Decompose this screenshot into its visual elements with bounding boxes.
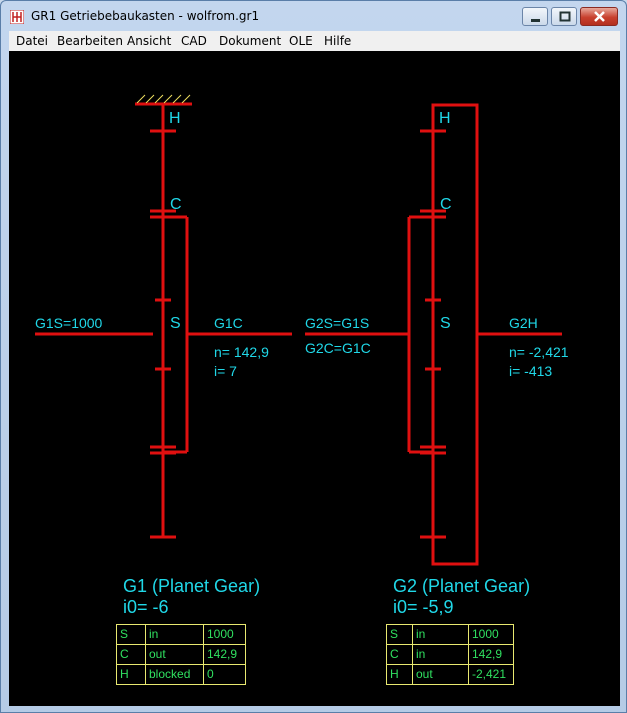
gear2-output-label: G2H [509, 315, 538, 331]
gear1-cell-mode: out [145, 644, 204, 665]
ground-hatch-icon [136, 94, 191, 104]
gear1-label-c: C [170, 196, 182, 213]
menu-hilfe[interactable]: Hilfe [324, 34, 352, 48]
menu-cad[interactable]: CAD [181, 34, 207, 48]
gear2-i0: i0= -5,9 [393, 597, 454, 617]
gear2-table: S in 1000 C in 142,9 H out -2,421 [386, 624, 514, 685]
gear1-drawing [35, 94, 292, 539]
gear1-title: G1 (Planet Gear) [123, 576, 261, 596]
table-row: H blocked 0 [116, 664, 246, 685]
gear2-ratio: i= -413 [509, 363, 553, 379]
maximize-icon [559, 11, 571, 22]
table-row: C in 142,9 [386, 644, 514, 665]
gear1-speed: n= 142,9 [214, 344, 269, 360]
menu-ansicht[interactable]: Ansicht [127, 34, 172, 48]
gear1-label-s: S [170, 315, 181, 332]
gear2-cell-shaft: H [386, 664, 413, 685]
window-title: GR1 Getriebebaukasten - wolfrom.gr1 [31, 9, 260, 23]
menu-dokument[interactable]: Dokument [219, 34, 282, 48]
gear2-drawing [305, 103, 562, 566]
gear1-cell-shaft: H [116, 664, 146, 685]
gear1-ratio: i= 7 [214, 363, 237, 379]
menu-bearbeiten[interactable]: Bearbeiten [57, 34, 123, 48]
gear1-output-label: G1C [214, 315, 243, 331]
table-row: S in 1000 [386, 624, 514, 645]
menu-ole[interactable]: OLE [289, 34, 313, 48]
gear2-label-h: H [439, 110, 451, 127]
gear2-input-label-2: G2C=G1C [305, 340, 371, 356]
maximize-button[interactable] [551, 7, 577, 26]
minimize-button[interactable] [522, 7, 548, 26]
gear1-cell-shaft: S [116, 624, 146, 645]
gear-schematic [35, 94, 562, 566]
gear1-i0: i0= -6 [123, 597, 169, 617]
gear2-label-s: S [440, 315, 451, 332]
menu-datei[interactable]: Datei [16, 34, 49, 48]
gear1-label-h: H [169, 110, 181, 127]
cad-canvas[interactable]: H C S G1S=1000 G1C n= 142,9 i= 7 G1 (Pla… [9, 51, 620, 706]
gear1-cell-mode: in [145, 624, 204, 645]
gear2-housing [431, 103, 479, 566]
gear2-cell-value: 142,9 [468, 644, 514, 665]
gear2-cell-mode: in [412, 624, 469, 645]
gear2-cell-mode: in [412, 644, 469, 665]
gear2-title: G2 (Planet Gear) [393, 576, 531, 596]
gear2-cell-value: 1000 [468, 624, 514, 645]
table-row: C out 142,9 [116, 644, 246, 665]
menu-bar: Datei Bearbeiten Ansicht CAD Dokument OL… [9, 31, 620, 51]
gear2-cell-shaft: S [386, 624, 413, 645]
gear2-input-label-1: G2S=G1S [305, 315, 370, 331]
gear1-cell-value: 0 [203, 664, 246, 685]
gear1-cell-value: 1000 [203, 624, 246, 645]
table-row: S in 1000 [116, 624, 246, 645]
gear1-table: S in 1000 C out 142,9 H blocked 0 [116, 624, 246, 685]
gear2-cell-value: -2,421 [468, 664, 514, 685]
gear2-label-c: C [440, 196, 452, 213]
title-bar[interactable]: GR1 Getriebebaukasten - wolfrom.gr1 [1, 1, 626, 31]
gear1-input-label: G1S=1000 [35, 315, 103, 331]
gear1-cell-shaft: C [116, 644, 146, 665]
gear2-cell-shaft: C [386, 644, 413, 665]
gear2-speed: n= -2,421 [509, 344, 569, 360]
gear2-cell-mode: out [412, 664, 469, 685]
close-icon [594, 11, 605, 22]
close-button[interactable] [580, 7, 618, 26]
table-row: H out -2,421 [386, 664, 514, 685]
gear-app-icon [10, 10, 24, 24]
minimize-icon [531, 19, 540, 22]
gear1-cell-mode: blocked [145, 664, 204, 685]
gear1-cell-value: 142,9 [203, 644, 246, 665]
